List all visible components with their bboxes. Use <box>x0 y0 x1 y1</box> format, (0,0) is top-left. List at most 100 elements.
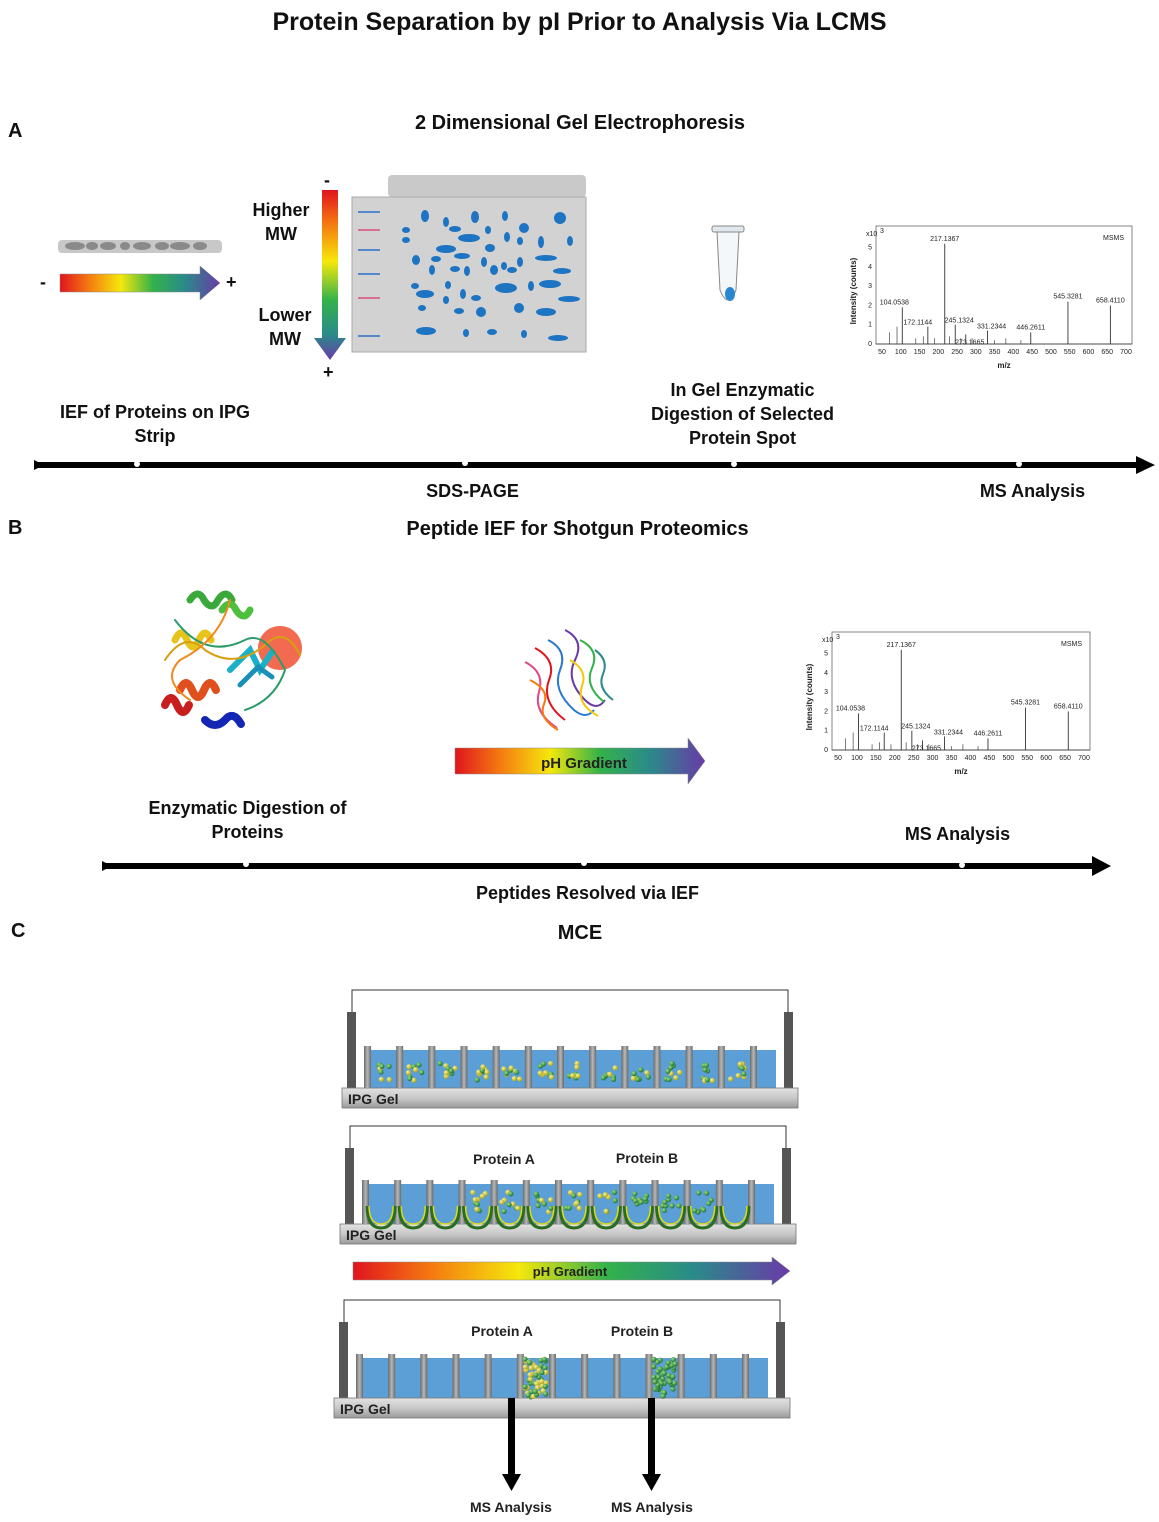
protein-spot <box>567 236 573 246</box>
protein-spot <box>507 267 517 273</box>
protein-dot <box>419 1069 425 1076</box>
protein-dot <box>566 1205 572 1211</box>
protein-dot <box>448 1068 454 1074</box>
protein-dot <box>567 1190 574 1196</box>
spectrum-x-tick: 150 <box>870 755 882 762</box>
chamber-divider <box>394 1180 402 1224</box>
spectrum-y-scale-exp: 3 <box>836 634 840 641</box>
spectrum-x-tick: 150 <box>914 349 926 356</box>
ph-gradient-label-b: pH Gradient <box>541 755 627 772</box>
chamber-divider <box>742 1354 749 1398</box>
protein-dot <box>672 1380 678 1386</box>
protein-dot <box>600 1075 607 1081</box>
membrane-channel <box>497 1205 523 1225</box>
membrane-channel <box>625 1205 652 1225</box>
spectrum-y-tick: 5 <box>868 245 872 252</box>
step-digest-label: In Gel Enzymatic Digestion of Selected P… <box>650 380 835 448</box>
spectrum-peak-label: 172.1144 <box>903 320 932 327</box>
protein-dot <box>525 1392 531 1398</box>
protein-dot <box>516 1076 523 1082</box>
spectrum-x-tick: 700 <box>1078 755 1090 762</box>
protein-spot <box>412 255 420 265</box>
protein-dot <box>662 1199 668 1205</box>
protein-spot <box>458 234 480 242</box>
spectrum-x-tick: 500 <box>1002 755 1014 762</box>
chamber-divider <box>524 1046 532 1088</box>
spectrum-x-tick: 400 <box>1008 349 1020 356</box>
electrode-post <box>782 1148 791 1228</box>
protein-dot <box>541 1201 548 1207</box>
chamber-divider <box>364 1046 371 1088</box>
protein-dot <box>470 1189 476 1196</box>
spectrum-x-tick: 350 <box>989 349 1001 356</box>
timeline-b <box>102 856 1111 876</box>
protein-spot <box>436 245 456 253</box>
protein-a-label: Protein A <box>471 1323 533 1339</box>
spectrum-x-tick: 200 <box>889 755 901 762</box>
chamber-divider <box>549 1354 556 1398</box>
ph-gradient-arrow-b <box>454 737 706 785</box>
protein-spot <box>502 211 508 221</box>
protein-spot <box>514 303 524 313</box>
protein-dot <box>522 1364 528 1370</box>
membrane-channel <box>719 1205 751 1230</box>
mw-plus-sign: + <box>323 362 334 382</box>
protein-spot <box>495 283 517 293</box>
protein-dot <box>527 1359 533 1366</box>
protein-dot <box>511 1075 517 1082</box>
protein-dot <box>632 1198 639 1204</box>
spectrum-peak-label: 545.3281 <box>1053 294 1082 301</box>
spectrum-x-tick: 450 <box>1026 349 1038 356</box>
protein-dot <box>661 1370 667 1376</box>
protein-spot <box>536 308 556 316</box>
membrane-channel <box>657 1205 684 1225</box>
protein-spot <box>485 226 491 234</box>
spectrum-y-tick: 3 <box>824 689 828 696</box>
protein-spot <box>554 212 566 224</box>
chamber-divider <box>428 1046 436 1088</box>
chamber-divider <box>516 1354 524 1398</box>
protein-spot <box>517 257 523 267</box>
chamber-divider <box>555 1180 562 1224</box>
protein-spot <box>476 307 486 317</box>
protein-dot <box>539 1369 545 1376</box>
chamber-divider <box>589 1046 597 1088</box>
spectrum-x-tick: 600 <box>1083 349 1095 356</box>
section-a-letter: A <box>8 120 23 142</box>
membrane-channel <box>429 1205 461 1230</box>
protein-dot <box>501 1208 507 1214</box>
spectrum-x-tick: 300 <box>970 349 982 356</box>
electrode-post <box>347 1012 356 1092</box>
protein-dot <box>542 1365 548 1371</box>
protein-dot <box>657 1366 663 1372</box>
mw-gradient-arrow <box>314 190 346 360</box>
protein-dot <box>533 1191 539 1197</box>
chamber-divider <box>587 1180 595 1224</box>
protein-dot <box>737 1061 743 1067</box>
protein-spot <box>535 255 557 261</box>
protein-dot <box>676 1203 682 1209</box>
membrane-channel <box>722 1205 748 1225</box>
protein-dot <box>673 1195 680 1201</box>
spectrum-peak-label: 217.1367 <box>930 236 959 243</box>
protein-dot <box>443 1070 449 1076</box>
protein-spot <box>416 327 436 335</box>
chamber-divider <box>750 1046 757 1088</box>
strip-plus-sign: + <box>226 272 237 292</box>
protein-dot <box>708 1197 714 1203</box>
chamber-divider <box>388 1354 396 1398</box>
protein-dot <box>704 1190 710 1196</box>
protein-b-label: Protein B <box>616 1150 678 1166</box>
protein-dot <box>692 1207 698 1214</box>
protein-spot <box>528 281 534 291</box>
protein-dot <box>501 1066 507 1072</box>
spectrum-y-tick: 0 <box>824 747 828 754</box>
protein-dot <box>508 1065 514 1071</box>
spectrum-y-scale-exp: 3 <box>880 228 884 235</box>
membrane-channel <box>529 1205 555 1225</box>
membrane-channel <box>561 1205 587 1225</box>
protein-spot <box>558 296 580 302</box>
protein-dot <box>638 1067 644 1073</box>
protein-dot <box>670 1386 676 1392</box>
